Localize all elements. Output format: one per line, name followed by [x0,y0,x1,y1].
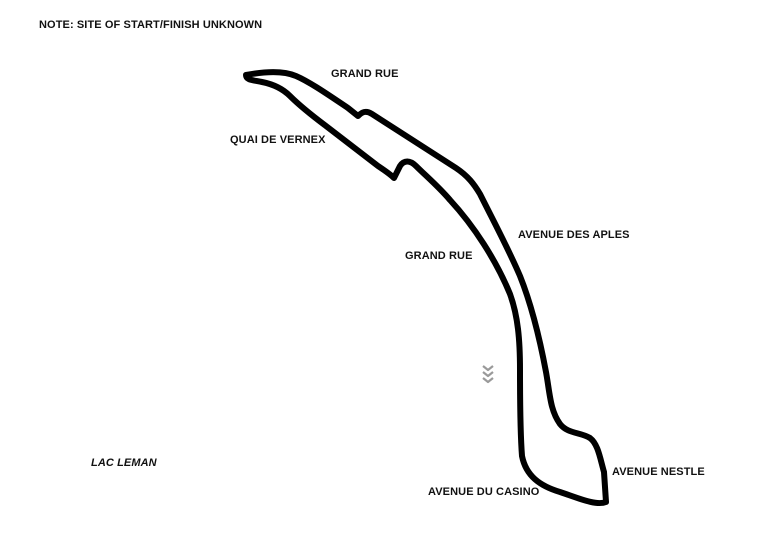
label-avenue-des-aples: AVENUE DES APLES [518,229,630,241]
label-grand-rue-north: GRAND RUE [331,68,399,80]
label-quai-de-vernex: QUAI DE VERNEX [230,134,326,146]
direction-chevrons-icon [482,365,494,384]
label-avenue-du-casino: AVENUE DU CASINO [428,486,540,498]
track-outline [243,69,609,506]
label-lac-leman: LAC LEMAN [91,457,157,469]
label-avenue-nestle: AVENUE NESTLE [612,466,705,478]
label-grand-rue-south: GRAND RUE [405,250,473,262]
start-finish-note: NOTE: SITE OF START/FINISH UNKNOWN [39,19,263,31]
